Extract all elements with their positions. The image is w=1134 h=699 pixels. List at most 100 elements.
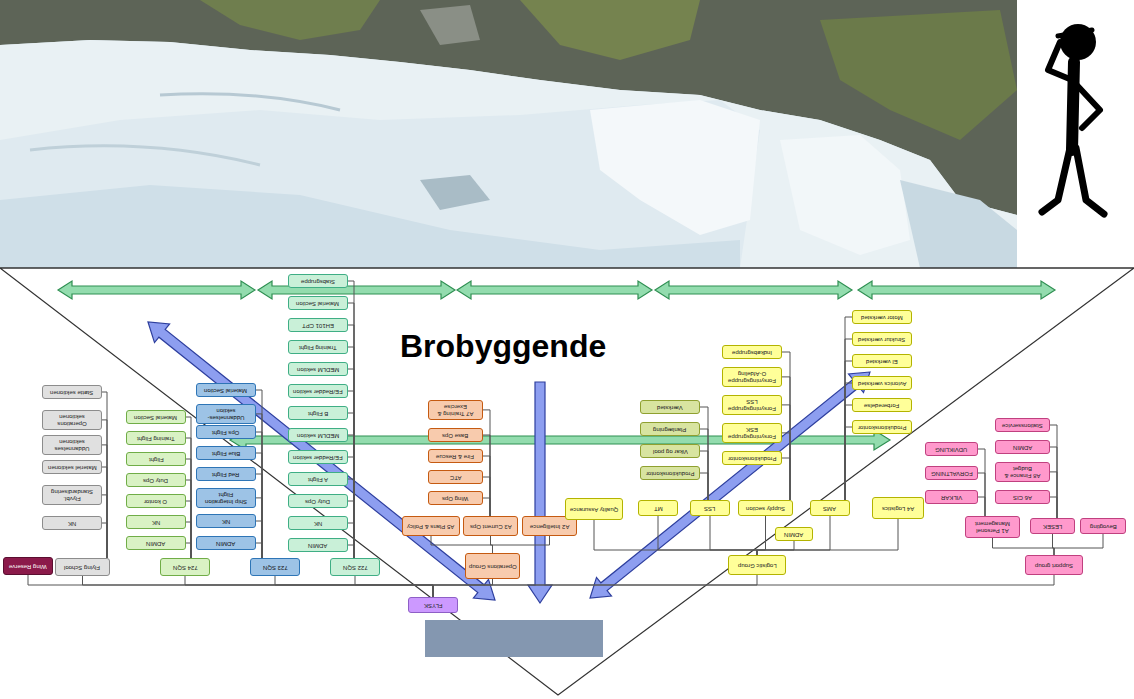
org-box: Duty Ops <box>288 494 348 508</box>
org-connector <box>348 457 354 558</box>
photo-ground <box>0 0 1017 268</box>
box-text: 724 SQN <box>173 564 198 571</box>
org-connector <box>186 501 191 558</box>
org-connector <box>845 339 852 500</box>
org-connector <box>1054 534 1103 555</box>
org-box: ADMIN <box>288 538 348 552</box>
org-connector <box>28 575 433 597</box>
org-box: 722 SQN <box>330 558 380 576</box>
org-box: NK <box>42 516 102 530</box>
org-connector <box>256 432 262 558</box>
box-text: Produktionskontor <box>728 455 776 462</box>
box-text: ADMIN <box>1013 444 1032 451</box>
box-text: Training Flight <box>137 435 175 442</box>
org-connector <box>348 479 354 558</box>
org-connector <box>348 281 354 558</box>
org-connector <box>757 541 794 555</box>
org-box: NK <box>196 514 256 528</box>
org-connector <box>102 523 107 558</box>
org-box: Duty Ops <box>126 473 186 487</box>
org-box: NK <box>288 516 348 530</box>
org-box: Stabsgruppe <box>288 274 348 288</box>
org-box: Quality Assurance <box>565 498 623 520</box>
org-box: ADMIN <box>196 536 256 550</box>
org-box: A Flight <box>288 472 348 486</box>
org-connector <box>700 429 708 500</box>
box-text: Ops Flight <box>212 429 239 436</box>
org-box: El værksted <box>852 354 912 368</box>
org-box: Værksted <box>640 400 700 414</box>
org-connector <box>348 369 354 558</box>
box-text: Red Flight <box>212 471 239 478</box>
box-text: Operations Group <box>469 563 517 570</box>
org-box: Material Section <box>288 296 348 310</box>
org-connector <box>275 576 433 597</box>
org-connector <box>757 516 766 555</box>
org-connector <box>757 519 898 555</box>
box-text: FE/Redder sektion <box>293 388 343 395</box>
org-connector <box>993 538 1055 555</box>
figure-arm <box>1048 42 1072 80</box>
org-box: FORVALTNING <box>925 466 978 480</box>
triangle-outline <box>0 268 1134 695</box>
box-text: ADMIN <box>308 542 327 549</box>
box-text: VILKAR <box>941 494 962 501</box>
box-text: FLYSK <box>424 602 443 609</box>
org-box: Indkøbsgruppe <box>722 345 782 359</box>
glacier-ice <box>0 40 1017 268</box>
org-box: 724 SQN <box>160 558 210 576</box>
org-box: NK <box>126 515 186 529</box>
org-connector <box>348 545 354 558</box>
box-text: Forsyningsgruppe ESK <box>725 426 779 440</box>
box-text: Værksted <box>657 404 683 411</box>
org-connector <box>757 516 830 555</box>
org-box: O kontor <box>126 494 186 508</box>
org-connector <box>845 427 852 500</box>
box-text: A7 Training & Exercise <box>431 403 480 417</box>
org-connector <box>845 383 852 500</box>
box-text: FORVALTNING <box>931 470 973 477</box>
org-connector <box>256 474 262 558</box>
ice-ridge <box>160 94 340 110</box>
org-connector <box>700 451 708 500</box>
box-text: Material Section <box>204 387 247 394</box>
org-box: FE/Redder sektion <box>288 450 348 464</box>
empty-box <box>425 620 603 657</box>
org-box: Forsyningsgruppe ESK <box>722 423 782 443</box>
org-connector <box>845 361 852 500</box>
ice-ridge <box>30 146 260 165</box>
box-text: Motor værksted <box>861 314 903 321</box>
org-box: A7 Training & Exercise <box>428 400 483 420</box>
box-text: A5 Plans & Policy <box>407 523 454 530</box>
org-connector <box>483 456 490 516</box>
org-connector <box>433 579 493 597</box>
double-arrow <box>590 372 870 598</box>
org-connector <box>256 498 262 558</box>
box-text: Indkøbsgruppe <box>732 349 772 356</box>
org-box: Flyvbl. Standardisering <box>42 485 102 505</box>
box-text: Stationsservice <box>1002 422 1043 429</box>
figure-leg <box>1076 148 1104 214</box>
org-connector <box>700 407 708 500</box>
org-connector <box>348 501 354 558</box>
org-box: Red Flight <box>196 467 256 481</box>
org-box: ATC <box>428 470 483 484</box>
box-text: Produktionskontor <box>646 470 694 477</box>
box-text: A2 Intelligence <box>530 523 569 530</box>
box-text: MEDLM sektion <box>297 432 339 439</box>
box-text: Fire & Rescue <box>436 453 474 460</box>
box-text: Wing Reserve <box>9 563 47 570</box>
org-connector <box>1050 497 1057 518</box>
box-text: A4 Logistics <box>882 505 914 512</box>
box-text: Ship Integration Flight <box>199 491 253 505</box>
box-text: Stabsgruppe <box>301 278 335 285</box>
org-box: A1 Personel Management <box>965 516 1020 538</box>
org-connector <box>782 352 790 500</box>
double-arrow <box>655 281 852 299</box>
org-connector <box>102 467 107 558</box>
box-text: Forsyningsgruppe O-Afdeling <box>725 370 779 384</box>
org-connector <box>102 420 107 558</box>
org-connector <box>186 522 191 558</box>
org-box: Ops Flight <box>196 425 256 439</box>
